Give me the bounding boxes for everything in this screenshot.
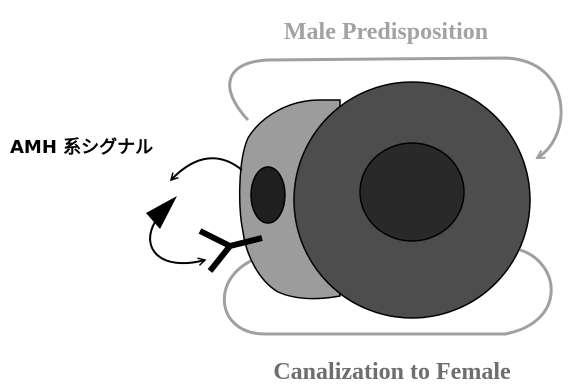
male-predisposition-label: Male Predisposition: [284, 19, 488, 45]
canalization-to-female-label: Canalization to Female: [273, 359, 511, 385]
amh-signal-label: AMH 系シグナル: [10, 136, 153, 158]
signal-arrow-to-receptor: [150, 222, 205, 263]
signal-arrow-to-ligand: [171, 158, 242, 180]
ligand-triangle-icon: [146, 196, 177, 229]
small-cell-nucleus: [251, 167, 285, 223]
large-cell-nucleus: [360, 143, 464, 241]
